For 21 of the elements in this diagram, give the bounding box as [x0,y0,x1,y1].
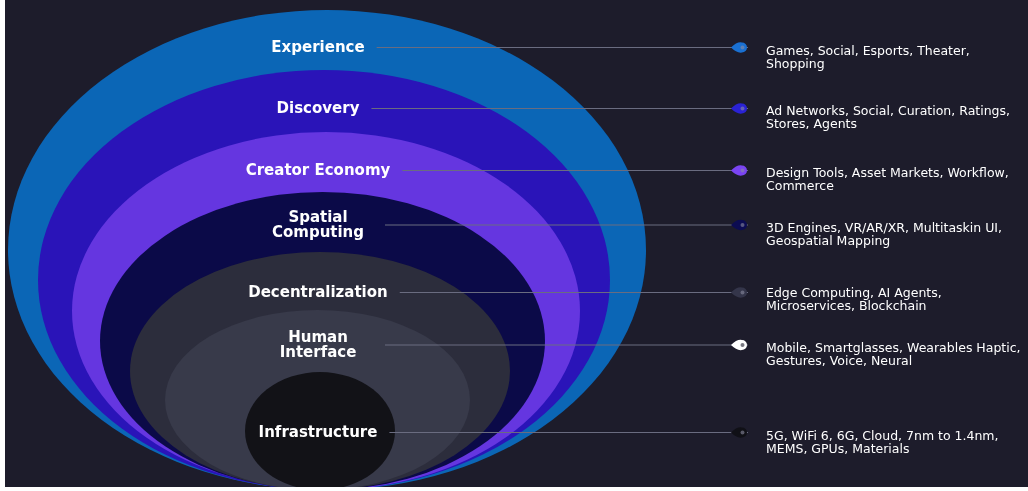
layer-label: Human Interface [278,330,358,360]
description-text: Edge Computing, AI Agents, Microservices, Blockchain [766,286,1028,312]
leader-line [376,42,749,53]
leader-line [399,287,749,298]
description-text: Mobile, Smartglasses, Wearables Haptic, Gestures, Voice, Neural [766,341,1028,367]
layer-label: Decentralization [248,285,388,300]
leader-line [370,103,749,114]
layer-label: Creator Economy [245,163,391,178]
leader-line [384,339,749,351]
layer-label: Spatial Computing [270,210,366,240]
leader-line [401,165,749,176]
description-text: Games, Social, Esports, Theater, Shopping [766,44,1028,70]
layer-label: Discovery [276,101,360,116]
description-text: 5G, WiFi 6, 6G, Cloud, 7nm to 1.4nm, MEMS, GPUs, Materials [766,429,1028,455]
layer-label: Experience [271,40,365,55]
description-text: 3D Engines, VR/AR/XR, Multitaskin UI, Geospatial Mapping [766,221,1028,247]
layer-label: Infrastructure [258,425,378,440]
description-text: Design Tools, Asset Markets, Workflow, Commerce [766,166,1028,192]
description-text: Ad Networks, Social, Curation, Ratings, Stores, Agents [766,104,1028,130]
leader-line [384,219,749,231]
leader-line [388,427,749,438]
